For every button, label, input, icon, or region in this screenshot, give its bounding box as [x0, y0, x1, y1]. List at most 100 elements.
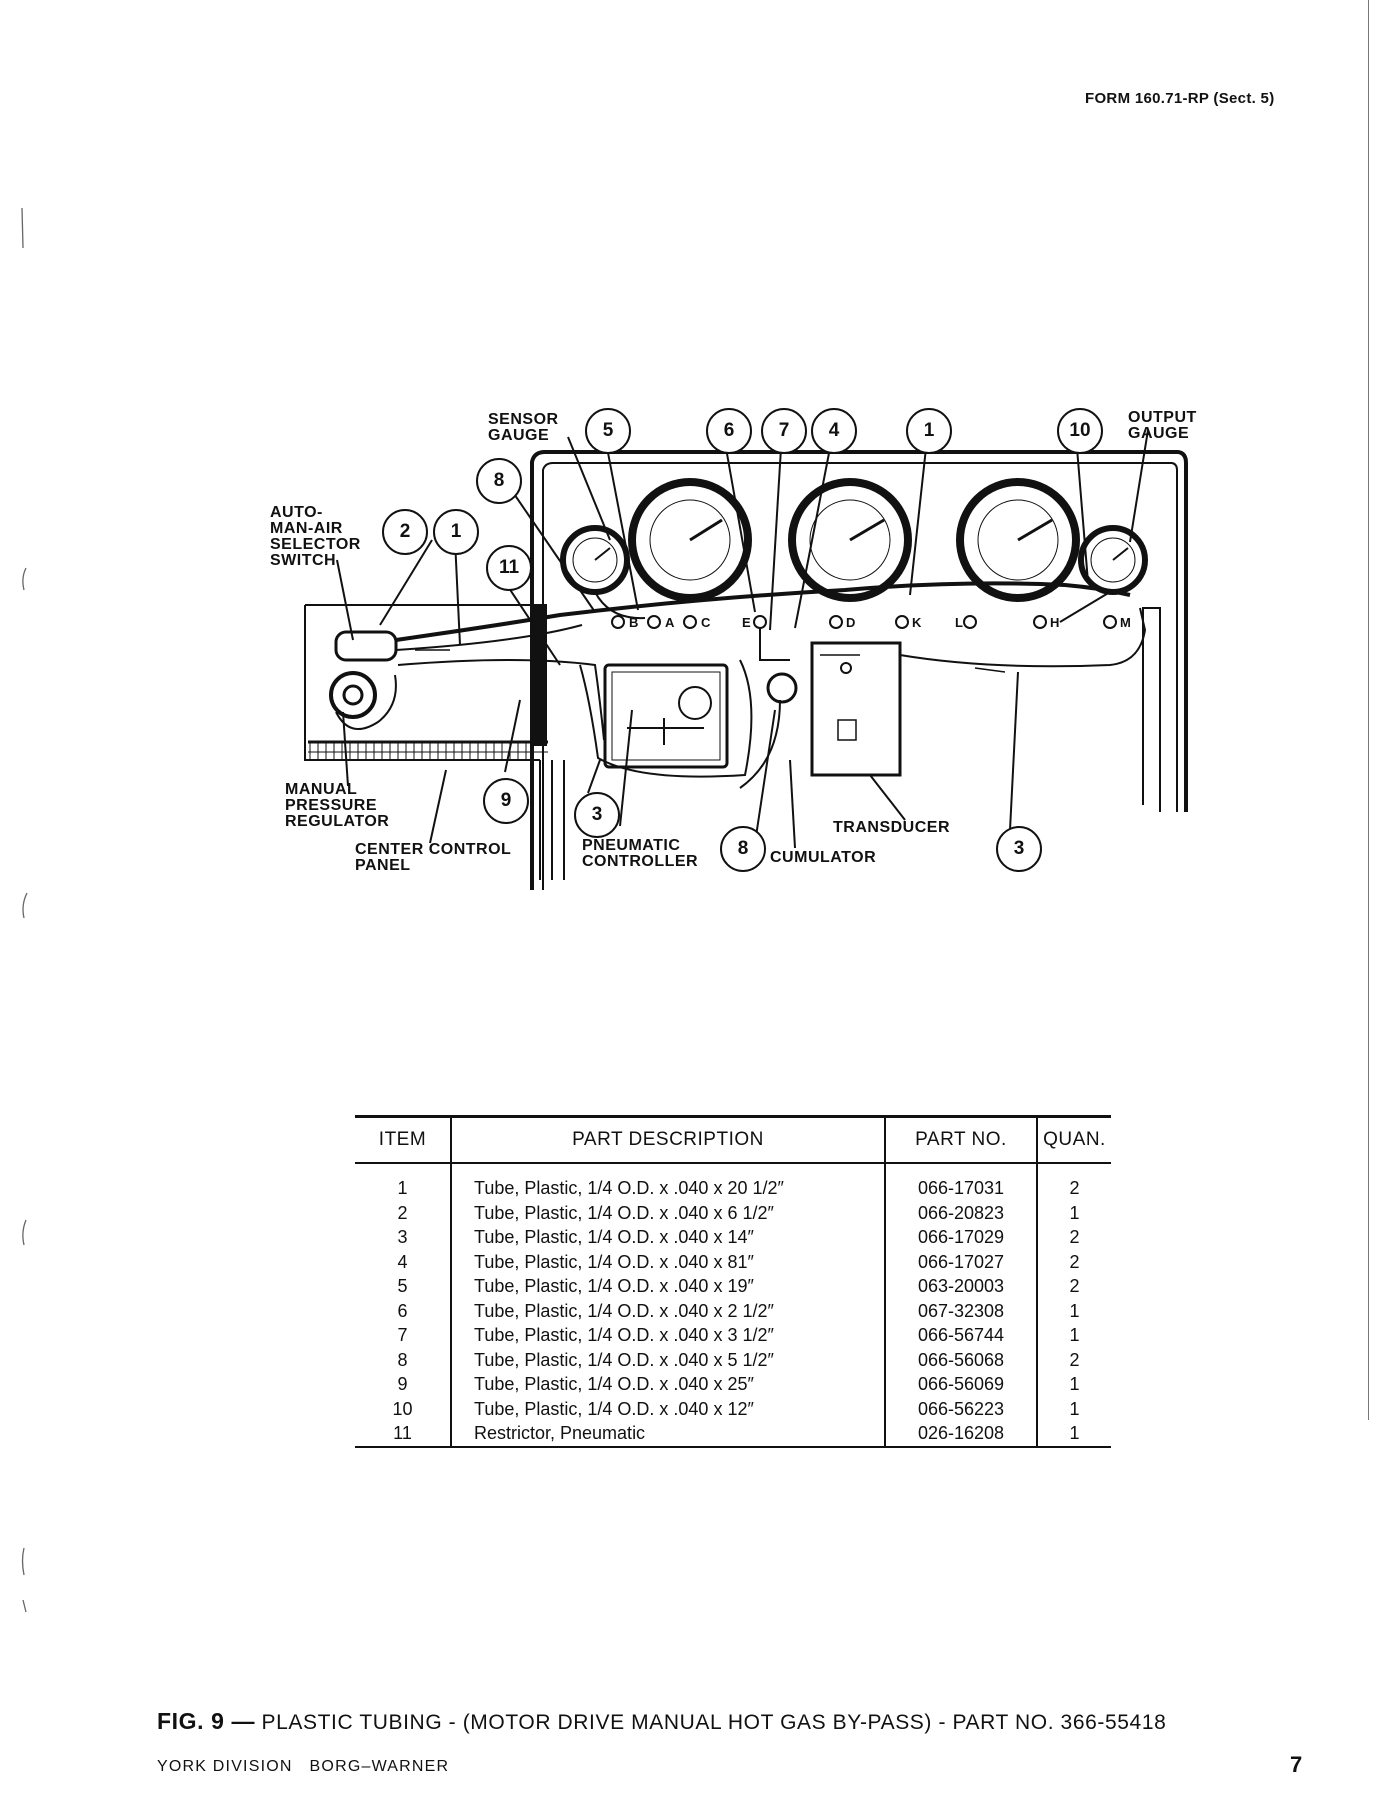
fitting-label-b: B	[629, 615, 639, 630]
cell-quan: 2	[1036, 1225, 1111, 1250]
form-reference: FORM 160.71-RP (Sect. 5)	[1085, 90, 1275, 107]
cell-description: Tube, Plastic, 1/4 O.D. x .040 x 3 1/2″	[450, 1323, 885, 1348]
callout-1-top: 1	[906, 408, 952, 454]
cell-quan: 2	[1036, 1249, 1111, 1274]
cell-item: 10	[392, 1398, 413, 1419]
table-row: 9 Tube, Plastic, 1/4 O.D. x .040 x 25″ 0…	[355, 1372, 1111, 1397]
cell-item: 3	[397, 1227, 408, 1247]
col-header-part-no: PART NO.	[884, 1115, 1037, 1164]
table-row: 6 Tube, Plastic, 1/4 O.D. x .040 x 2 1/2…	[355, 1298, 1111, 1323]
cell-part-no: 067-32308	[884, 1298, 1037, 1323]
callout-6: 6	[706, 408, 752, 454]
cell-description: Restrictor, Pneumatic	[450, 1421, 885, 1448]
cell-item: 1	[397, 1178, 408, 1198]
cell-quan: 1	[1036, 1372, 1111, 1397]
callout-11: 11	[486, 545, 532, 591]
cell-item: 8	[397, 1349, 408, 1370]
callout-1-left: 1	[433, 509, 479, 555]
cell-description: Tube, Plastic, 1/4 O.D. x .040 x 2 1/2″	[450, 1298, 885, 1323]
transducer-label: TRANSDUCER	[833, 819, 950, 836]
cell-part-no: 066-20823	[884, 1200, 1037, 1225]
cell-description: Tube, Plastic, 1/4 O.D. x .040 x 14″	[450, 1225, 885, 1250]
table-row: 8 Tube, Plastic, 1/4 O.D. x .040 x 5 1/2…	[355, 1347, 1111, 1372]
fitting-label-h: H	[1050, 615, 1060, 630]
cell-item: 4	[397, 1251, 408, 1272]
callout-5: 5	[585, 408, 631, 454]
col-header-description: PART DESCRIPTION	[450, 1115, 885, 1164]
callout-8-top: 8	[476, 458, 522, 504]
cell-part-no: 026-16208	[884, 1421, 1037, 1448]
callout-3-right: 3	[996, 826, 1042, 872]
callout-9: 9	[483, 778, 529, 824]
table-row: 1 Tube, Plastic, 1/4 O.D. x .040 x 20 1/…	[355, 1163, 1111, 1201]
page-number: 7	[1290, 1752, 1303, 1777]
callout-7: 7	[761, 408, 807, 454]
figure-number: FIG. 9 —	[157, 1708, 256, 1734]
callout-3-left: 3	[574, 792, 620, 838]
cell-item: 7	[397, 1325, 408, 1345]
fitting-label-m: M	[1120, 615, 1132, 630]
table-header-row: ITEM PART DESCRIPTION PART NO. QUAN.	[355, 1115, 1111, 1164]
cell-part-no: 066-17029	[884, 1225, 1037, 1250]
cell-part-no: 066-17027	[884, 1249, 1037, 1274]
cell-description: Tube, Plastic, 1/4 O.D. x .040 x 12″	[450, 1396, 885, 1421]
cell-description: Tube, Plastic, 1/4 O.D. x .040 x 6 1/2″	[450, 1200, 885, 1225]
cell-description: Tube, Plastic, 1/4 O.D. x .040 x 19″	[450, 1274, 885, 1299]
cell-quan: 1	[1036, 1323, 1111, 1348]
table-row: 5 Tube, Plastic, 1/4 O.D. x .040 x 19″ 0…	[355, 1274, 1111, 1299]
table-row: 2 Tube, Plastic, 1/4 O.D. x .040 x 6 1/2…	[355, 1200, 1111, 1225]
fitting-label-l: L	[955, 615, 964, 630]
col-header-item: ITEM	[355, 1115, 451, 1164]
cell-description: Tube, Plastic, 1/4 O.D. x .040 x 25″	[450, 1372, 885, 1397]
table-row: 11 Restrictor, Pneumatic 026-16208 1	[355, 1421, 1111, 1448]
callout-4: 4	[811, 408, 857, 454]
cell-item: 9	[397, 1374, 408, 1394]
callout-10: 10	[1057, 408, 1103, 454]
figure-title: PLASTIC TUBING - (MOTOR DRIVE MANUAL HOT…	[261, 1711, 1167, 1734]
scan-margin-marks	[21, 207, 28, 1613]
table-row: 4 Tube, Plastic, 1/4 O.D. x .040 x 81″ 0…	[355, 1249, 1111, 1274]
cell-description: Tube, Plastic, 1/4 O.D. x .040 x 5 1/2″	[450, 1347, 885, 1372]
cell-quan: 1	[1036, 1298, 1111, 1323]
cell-quan: 1	[1036, 1421, 1111, 1448]
cell-part-no: 066-56068	[884, 1347, 1037, 1372]
figure-caption: FIG. 9 — PLASTIC TUBING - (MOTOR DRIVE M…	[157, 1708, 1166, 1735]
table-row: 10 Tube, Plastic, 1/4 O.D. x .040 x 12″ …	[355, 1396, 1111, 1421]
cell-part-no: 066-56744	[884, 1323, 1037, 1348]
cell-item: 5	[397, 1276, 408, 1296]
cell-description: Tube, Plastic, 1/4 O.D. x .040 x 81″	[450, 1249, 885, 1274]
cell-part-no: 066-56223	[884, 1396, 1037, 1421]
callout-2: 2	[382, 509, 428, 555]
accumulator-label: CUMULATOR	[770, 849, 877, 866]
fitting-label-c: C	[701, 615, 711, 630]
cell-item: 6	[397, 1300, 408, 1321]
cell-item: 11	[355, 1421, 451, 1448]
cell-quan: 2	[1036, 1347, 1111, 1372]
parts-table: ITEM PART DESCRIPTION PART NO. QUAN. 1 T…	[355, 1115, 1111, 1448]
cell-part-no: 066-56069	[884, 1372, 1037, 1397]
scan-edge-line	[1368, 0, 1369, 1420]
fitting-label-d: D	[846, 615, 856, 630]
callout-8-bottom: 8	[720, 826, 766, 872]
fitting-label-e: E	[742, 615, 752, 630]
table-row: 3 Tube, Plastic, 1/4 O.D. x .040 x 14″ 0…	[355, 1225, 1111, 1250]
cell-quan: 2	[1036, 1274, 1111, 1299]
table-row: 7 Tube, Plastic, 1/4 O.D. x .040 x 3 1/2…	[355, 1323, 1111, 1348]
cell-quan: 2	[1036, 1163, 1111, 1201]
cell-part-no: 063-20003	[884, 1274, 1037, 1299]
cell-part-no: 066-17031	[884, 1163, 1037, 1201]
cell-item: 2	[397, 1202, 408, 1223]
tubing-illustration	[304, 429, 1188, 890]
fitting-label-a: A	[665, 615, 675, 630]
cell-quan: 1	[1036, 1200, 1111, 1225]
cell-description: Tube, Plastic, 1/4 O.D. x .040 x 20 1/2″	[450, 1163, 885, 1201]
footer-division: YORK DIVISION BORG–WARNER	[157, 1758, 450, 1775]
cell-quan: 1	[1036, 1396, 1111, 1421]
col-header-quan: QUAN.	[1036, 1115, 1111, 1164]
